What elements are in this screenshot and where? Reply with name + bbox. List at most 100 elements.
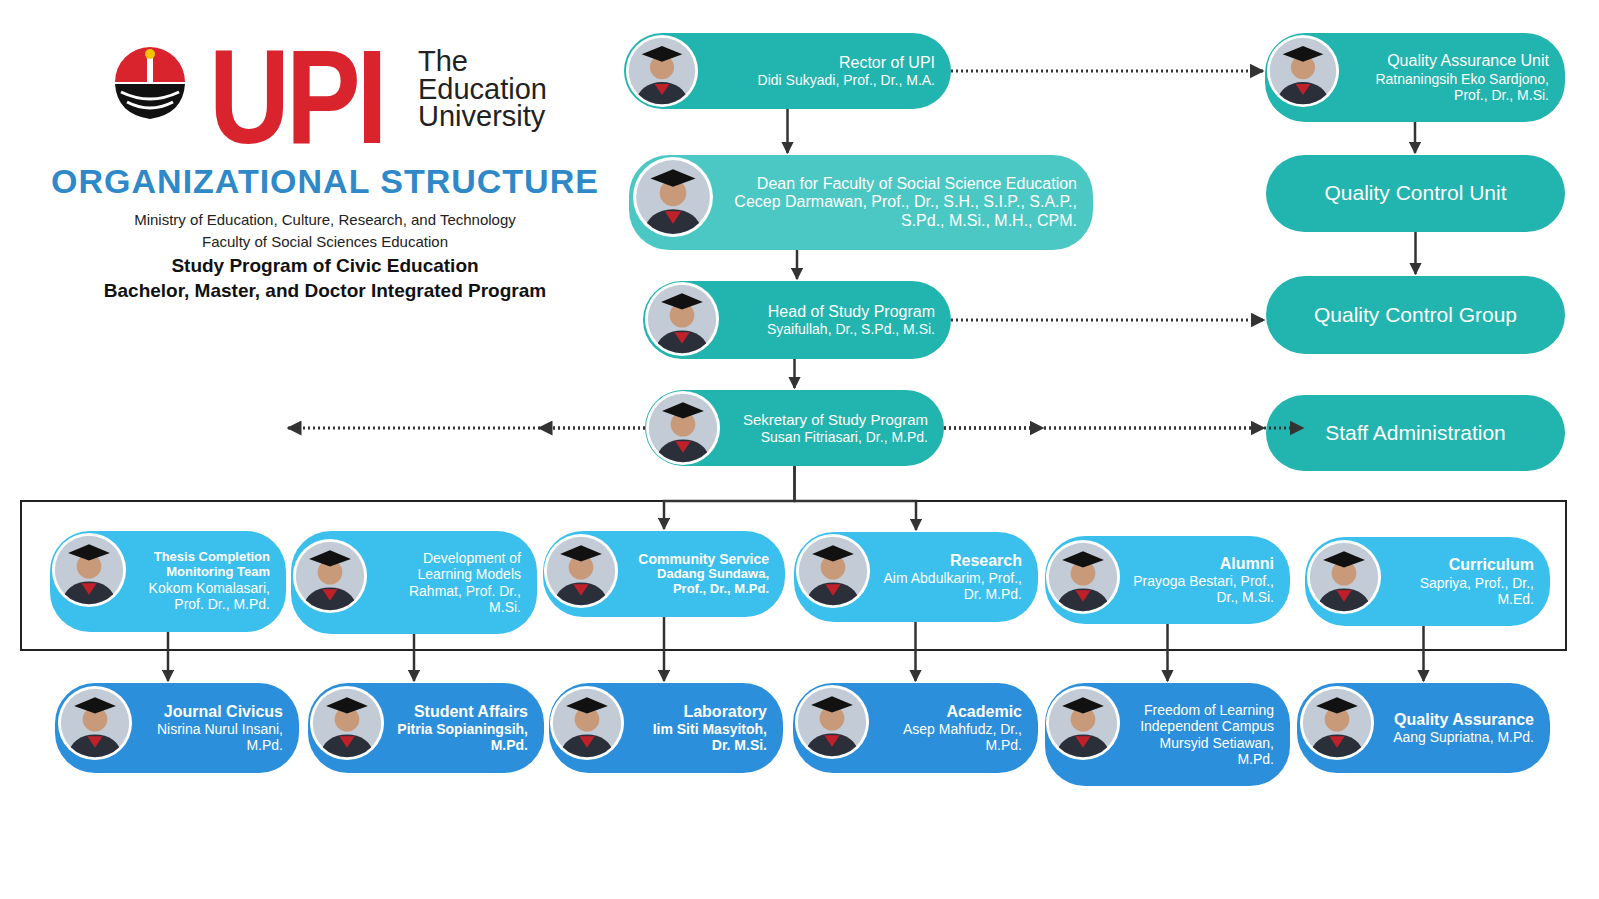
box-name: Prayoga Bestari, Prof., Dr., M.Si. bbox=[1129, 573, 1274, 605]
connector-arrow bbox=[914, 622, 917, 681]
box-name: Dadang Sundawa, Prof., Dr., M.Pd. bbox=[627, 567, 769, 597]
box-title: Sekretary of Study Program bbox=[743, 411, 928, 428]
dotted-arrow bbox=[951, 70, 1263, 73]
box-name: Susan Fitriasari, Dr., M.Pd. bbox=[761, 429, 928, 445]
subtitle: Study Program of Civic Education bbox=[20, 255, 630, 277]
emblem-top bbox=[115, 47, 185, 82]
box-name: Syaifullah, Dr., S.Pd., M.Si. bbox=[767, 321, 935, 337]
org-box: Rector of UPIDidi Sukyadi, Prof., Dr., M… bbox=[624, 33, 951, 109]
org-box: AlumniPrayoga Bestari, Prof., Dr., M.Si. bbox=[1045, 536, 1290, 624]
person-photo bbox=[1307, 540, 1381, 626]
person-photo bbox=[52, 533, 126, 619]
org-box: Staff Administration bbox=[1266, 395, 1565, 471]
box-title: Quality Control Unit bbox=[1324, 181, 1506, 205]
dotted-arrow bbox=[539, 427, 645, 430]
person-photo bbox=[795, 685, 869, 771]
person-photo bbox=[310, 686, 384, 772]
box-name: Ratnaningsih Eko Sardjono, Prof., Dr., M… bbox=[1351, 71, 1549, 103]
box-name: Didi Sukyadi, Prof., Dr., M.A. bbox=[758, 72, 935, 88]
box-name: Kokom Komalasari, Prof. Dr., M.Pd. bbox=[134, 580, 270, 612]
connector-arrow bbox=[413, 634, 416, 681]
connector-arrow bbox=[663, 617, 666, 681]
box-title: Alumni bbox=[1220, 555, 1274, 573]
box-title: Quality Assurance Unit bbox=[1387, 52, 1549, 70]
org-box: Quality Control Group bbox=[1266, 276, 1565, 354]
person-photo bbox=[58, 686, 132, 772]
group-frame bbox=[21, 501, 1566, 650]
org-box: ResearchAim Abdulkarim, Prof., Dr. M.Pd. bbox=[794, 532, 1038, 622]
box-name: Nisrina Nurul Insani, M.Pd. bbox=[139, 721, 283, 753]
box-title: Journal Civicus bbox=[164, 703, 283, 721]
logo-wordmark: UPI bbox=[209, 30, 384, 164]
subtitle: Ministry of Education, Culture, Research… bbox=[20, 211, 630, 228]
org-box: Quality AssuranceAang Supriatna, M.Pd. bbox=[1297, 683, 1550, 773]
box-title: Head of Study Program bbox=[768, 303, 935, 321]
emblem-flame bbox=[145, 49, 155, 59]
person-photo bbox=[1046, 540, 1120, 626]
org-box: Quality Control Unit bbox=[1266, 155, 1565, 232]
box-name: Aang Supriatna, M.Pd. bbox=[1393, 729, 1534, 745]
box-name: Iim Siti Masyitoh, Dr. M.Si. bbox=[633, 721, 767, 753]
box-name: Pitria Sopianingsih, M.Pd. bbox=[392, 721, 528, 753]
box-title: Thesis Completion Monitoring Team bbox=[134, 550, 270, 580]
box-title: Quality Control Group bbox=[1314, 303, 1517, 327]
connector-arrow bbox=[1414, 232, 1417, 274]
subtitle: Bachelor, Master, and Doctor Integrated … bbox=[20, 280, 630, 302]
org-box: Sekretary of Study ProgramSusan Fitriasa… bbox=[645, 390, 944, 466]
logo-tagline: The Education University bbox=[418, 48, 568, 131]
box-title: Laboratory bbox=[683, 703, 767, 721]
emblem-bowl bbox=[115, 84, 185, 119]
emblem-stem bbox=[147, 52, 153, 82]
connector-arrow bbox=[1422, 626, 1425, 681]
box-name: Aim Abdulkarim, Prof., Dr. M.Pd. bbox=[878, 570, 1022, 602]
org-box: Thesis Completion Monitoring TeamKokom K… bbox=[50, 531, 286, 632]
emblem-lines bbox=[121, 92, 179, 108]
dotted-arrow bbox=[944, 427, 1303, 430]
box-title: Development of Learning Models bbox=[375, 550, 521, 582]
dotted-arrow bbox=[944, 427, 1043, 430]
box-name: Rahmat, Prof. Dr., M.Si. bbox=[375, 583, 521, 615]
org-box: Dean for Faculty of Social Science Educa… bbox=[629, 155, 1093, 250]
org-box: Student AffairsPitria Sopianingsih, M.Pd… bbox=[308, 683, 544, 773]
box-title: Dean for Faculty of Social Science Educa… bbox=[757, 175, 1077, 193]
box-name: Cecep Darmawan, Prof., Dr., S.H., S.I.P.… bbox=[707, 193, 1077, 230]
org-box: Development of Learning ModelsRahmat, Pr… bbox=[291, 531, 537, 634]
org-box: LaboratoryIim Siti Masyitoh, Dr. M.Si. bbox=[549, 683, 783, 773]
person-photo bbox=[646, 391, 720, 477]
person-photo bbox=[626, 35, 698, 119]
box-title: Research bbox=[950, 552, 1022, 570]
person-photo bbox=[796, 534, 870, 620]
connector-arrow bbox=[795, 466, 917, 530]
org-box: Quality Assurance UnitRatnaningsih Eko S… bbox=[1265, 33, 1565, 122]
connector-arrow bbox=[793, 359, 796, 388]
person-photo bbox=[1300, 686, 1374, 772]
person-photo bbox=[1046, 686, 1120, 772]
person-photo bbox=[1267, 35, 1339, 119]
box-title: Curriculum bbox=[1449, 556, 1534, 574]
dotted-arrow bbox=[951, 319, 1264, 322]
connector-arrow bbox=[1414, 122, 1417, 153]
org-box: AcademicAsep Mahfudz, Dr., M.Pd. bbox=[793, 683, 1038, 773]
org-box: CurriculumSapriya, Prof., Dr., M.Ed. bbox=[1305, 537, 1550, 626]
person-photo bbox=[550, 686, 624, 772]
box-name: Mursyid Setiawan, M.Pd. bbox=[1129, 735, 1274, 767]
university-emblem bbox=[115, 47, 185, 119]
dotted-arrow bbox=[288, 427, 645, 430]
connector-arrow bbox=[796, 250, 799, 279]
org-box: Community ServiceDadang Sundawa, Prof., … bbox=[543, 531, 785, 617]
person-photo bbox=[544, 534, 618, 620]
org-box: Head of Study ProgramSyaifullah, Dr., S.… bbox=[643, 281, 951, 359]
person-photo bbox=[633, 157, 713, 250]
person-photo bbox=[645, 282, 719, 368]
person-photo bbox=[293, 539, 367, 625]
box-title: Quality Assurance bbox=[1394, 711, 1534, 729]
box-title: Freedom of Learning Independent Campus bbox=[1129, 702, 1274, 734]
connector-arrow bbox=[1166, 624, 1169, 681]
connector-arrow bbox=[167, 632, 170, 681]
chart-title: ORGANIZATIONAL STRUCTURE bbox=[20, 162, 630, 201]
